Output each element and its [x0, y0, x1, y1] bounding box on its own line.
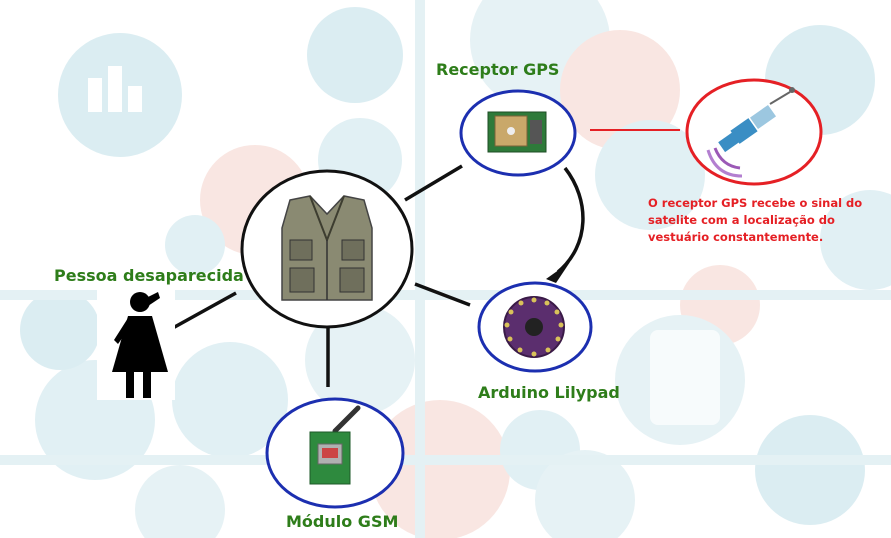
gps-node: [459, 89, 577, 177]
gps-note: O receptor GPS recebe o sinal do satelit…: [648, 196, 863, 244]
arrow-gps-arduino: [556, 166, 585, 274]
vest-image: [281, 195, 373, 301]
gps-label: Receptor GPS: [436, 60, 560, 79]
line-vest-arduino: [414, 282, 471, 307]
gsm-node: [265, 397, 405, 509]
gsm-label: Módulo GSM: [286, 512, 399, 531]
arduino-label: Arduino Lilypad: [478, 383, 620, 402]
satellite-icon: [706, 87, 795, 178]
person-icon: [97, 288, 175, 400]
gps-board-image: [487, 111, 547, 153]
vest-node: [240, 169, 414, 329]
lilypad-board-image: [503, 296, 565, 358]
arrow-head: [546, 262, 570, 283]
gsm-board-image: [309, 405, 361, 485]
line-vest-gps: [404, 164, 463, 202]
person-label: Pessoa desaparecida: [54, 266, 244, 285]
arduino-node: [477, 281, 593, 373]
satellite-node: [685, 78, 823, 186]
